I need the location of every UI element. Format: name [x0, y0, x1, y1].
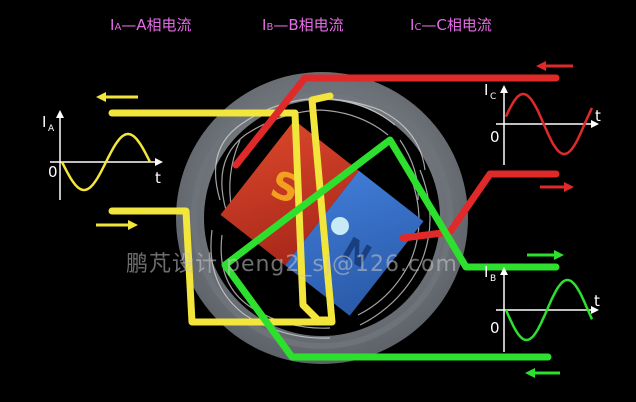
- wire-phase-c: [232, 74, 560, 242]
- graph-a-t: t: [155, 169, 161, 187]
- graph-c-t: t: [595, 107, 601, 125]
- arrow-a-top: [96, 92, 138, 102]
- rotor-magnet: [220, 120, 424, 316]
- header-a-symbol: I: [110, 16, 115, 34]
- graph-c-sub: C: [490, 92, 496, 102]
- magnet-north-pole: [285, 170, 424, 316]
- magnet-south-pole: [220, 120, 359, 266]
- graph-phase-a: I A 0 t: [42, 110, 163, 200]
- graph-phase-c: I C 0 t: [484, 81, 601, 165]
- arrow-c-bottom: [540, 182, 574, 192]
- graph-a-zero: 0: [48, 163, 58, 181]
- arrow-c-top: [536, 61, 573, 71]
- header-phase-b: IB—B相电流: [262, 14, 344, 35]
- arrow-b-top: [527, 250, 564, 260]
- header-a-sub: A: [114, 22, 122, 33]
- graph-b-wave: [504, 278, 594, 342]
- header-b-sub: B: [266, 22, 274, 33]
- graph-a-symbol: I: [42, 113, 46, 131]
- header-b-symbol: I: [262, 16, 267, 34]
- graph-a-sub: A: [48, 124, 55, 134]
- header-phase-c: IC—C相电流: [410, 14, 492, 35]
- graph-c-symbol: I: [484, 81, 488, 99]
- header-c-text: —C相电流: [421, 16, 492, 34]
- graph-phase-b: I B 0 t: [484, 263, 600, 352]
- rotor-axle: [331, 217, 349, 235]
- wire-phase-a: [108, 92, 336, 326]
- graph-c-zero: 0: [490, 128, 500, 146]
- graph-a-wave: [60, 132, 152, 192]
- graph-c-wave: [504, 92, 594, 156]
- arrow-b-bottom: [525, 368, 560, 378]
- header-b-text: —B相电流: [273, 16, 344, 34]
- header-a-text: —A相电流: [121, 16, 192, 34]
- watermark: 鹏芃设计 peng2_sj@126.com: [126, 252, 458, 277]
- header-phase-a: IA—A相电流: [110, 14, 192, 35]
- graph-b-t: t: [594, 292, 600, 310]
- graph-b-zero: 0: [490, 319, 500, 337]
- wire-phase-b: [221, 136, 560, 361]
- header-c-sub: C: [414, 22, 422, 33]
- graph-b-symbol: I: [484, 263, 488, 281]
- stator-inner-edge: [191, 87, 453, 349]
- graph-b-sub: B: [490, 274, 496, 284]
- header-c-symbol: I: [410, 16, 415, 34]
- arrow-a-bottom: [96, 220, 138, 230]
